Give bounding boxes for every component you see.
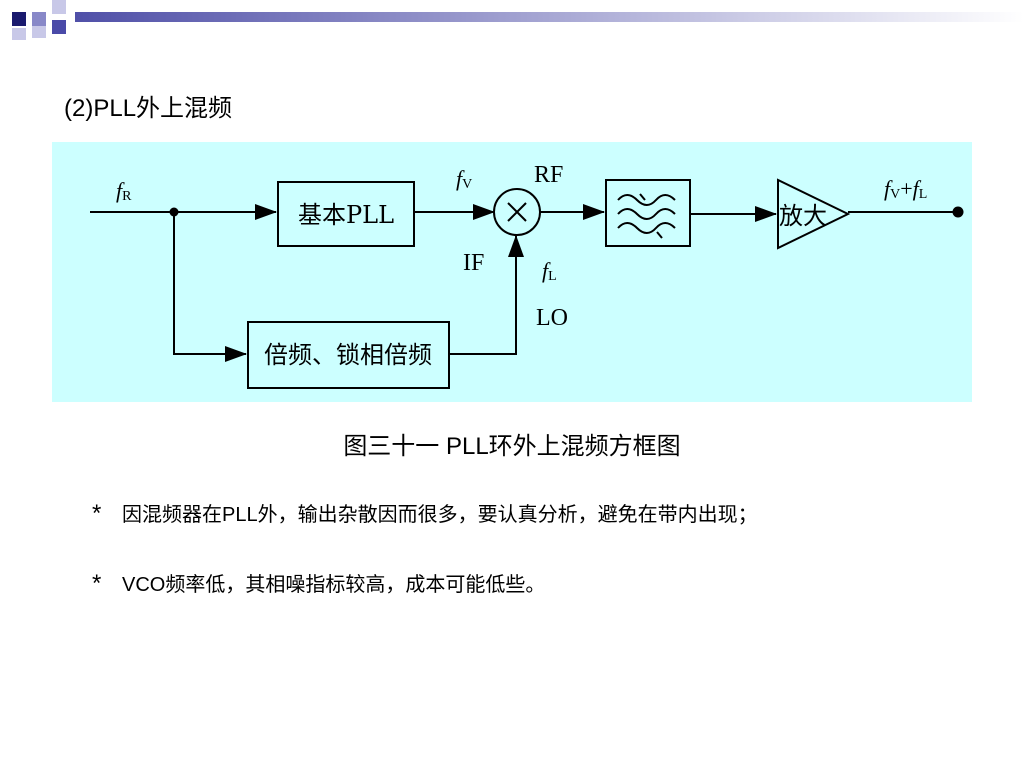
deco-square	[52, 0, 66, 14]
deco-square	[52, 20, 66, 34]
bullet-item: * 因混频器在PLL外，输出杂散因而很多，要认真分析，避免在带内出现；	[92, 500, 758, 529]
deco-square	[12, 28, 26, 40]
bullet-text: VCO频率低，其相噪指标较高，成本可能低些。	[122, 574, 546, 596]
mixer-icon	[493, 188, 541, 236]
slide-title: (2)PLL外上混频	[64, 95, 233, 122]
header-gradient-bar	[75, 12, 1024, 22]
basic-pll-block: 基本PLL	[277, 181, 415, 247]
wire-lo-to-mixer	[449, 235, 524, 355]
bullet-text: 因混频器在PLL外，输出杂散因而很多，要认真分析，避免在带内出现；	[122, 504, 758, 526]
fl-label: fL	[542, 258, 557, 284]
multiplier-block: 倍频、锁相倍频	[247, 321, 450, 389]
rf-label: RF	[534, 162, 563, 188]
figure-caption: 图三十一 PLL环外上混频方框图	[343, 433, 681, 460]
basic-pll-label: 基本PLL	[298, 201, 394, 229]
bandpass-filter-icon	[605, 179, 691, 247]
output-terminal-dot	[952, 206, 964, 218]
deco-square	[32, 26, 46, 38]
output-frequency-label: fV+fL	[884, 176, 927, 202]
lo-label: LO	[536, 305, 568, 331]
amplifier-icon: 放大	[777, 178, 851, 250]
diagram-background	[52, 142, 972, 402]
bullet-marker: *	[92, 500, 102, 527]
deco-square	[32, 12, 46, 26]
wire-to-multiplier	[173, 212, 247, 362]
fv-label: fV	[456, 166, 472, 192]
bullet-marker: *	[92, 570, 102, 597]
deco-square	[12, 12, 26, 26]
header-decoration	[12, 0, 1024, 40]
amplifier-label: 放大	[779, 202, 827, 230]
pll-mixer-block-diagram: 基本PLL 倍频、锁相倍频 放大 fR fV RF IF fL LO	[90, 162, 964, 389]
junction-dot	[169, 207, 179, 217]
bullet-item: * VCO频率低，其相噪指标较高，成本可能低些。	[92, 570, 545, 599]
multiplier-label: 倍频、锁相倍频	[264, 341, 432, 369]
input-frequency-label: fR	[116, 178, 132, 204]
if-label: IF	[463, 250, 484, 276]
